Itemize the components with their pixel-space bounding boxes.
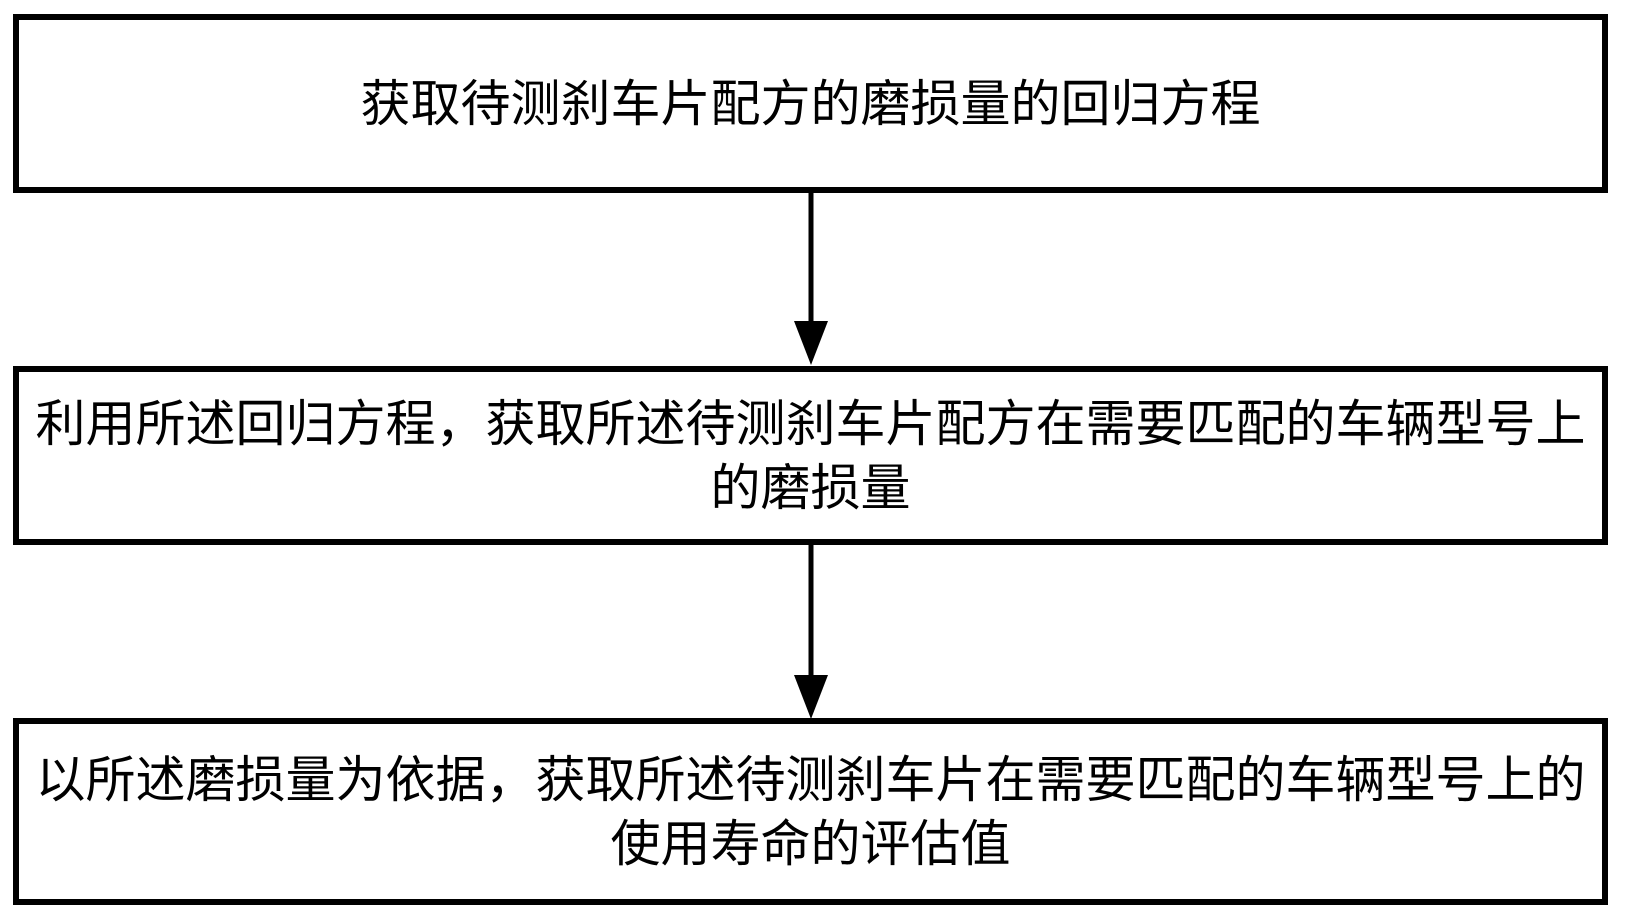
arrow-down-icon [794, 193, 828, 365]
flow-box-step-2-text-line-2: 的磨损量 [710, 459, 911, 516]
flow-box-step-2-text-line-1: 利用所述回归方程，获取所述待测刹车片配方在需要匹配的车辆型号上 [35, 395, 1586, 452]
flow-box-step-3: 以所述磨损量为依据，获取所述待测刹车片在需要匹配的车辆型号上的 使用寿命的评估值 [13, 718, 1608, 905]
flow-box-step-1-text: 获取待测刹车片配方的磨损量的回归方程 [360, 75, 1261, 132]
flow-box-step-3-text-line-2: 使用寿命的评估值 [610, 815, 1011, 872]
flow-box-step-1: 获取待测刹车片配方的磨损量的回归方程 [13, 14, 1608, 193]
flow-box-step-2: 利用所述回归方程，获取所述待测刹车片配方在需要匹配的车辆型号上 的磨损量 [13, 366, 1608, 545]
arrow-down-icon [794, 545, 828, 719]
flow-box-step-3-text-line-1: 以所述磨损量为依据，获取所述待测刹车片在需要匹配的车辆型号上的 [35, 751, 1586, 808]
